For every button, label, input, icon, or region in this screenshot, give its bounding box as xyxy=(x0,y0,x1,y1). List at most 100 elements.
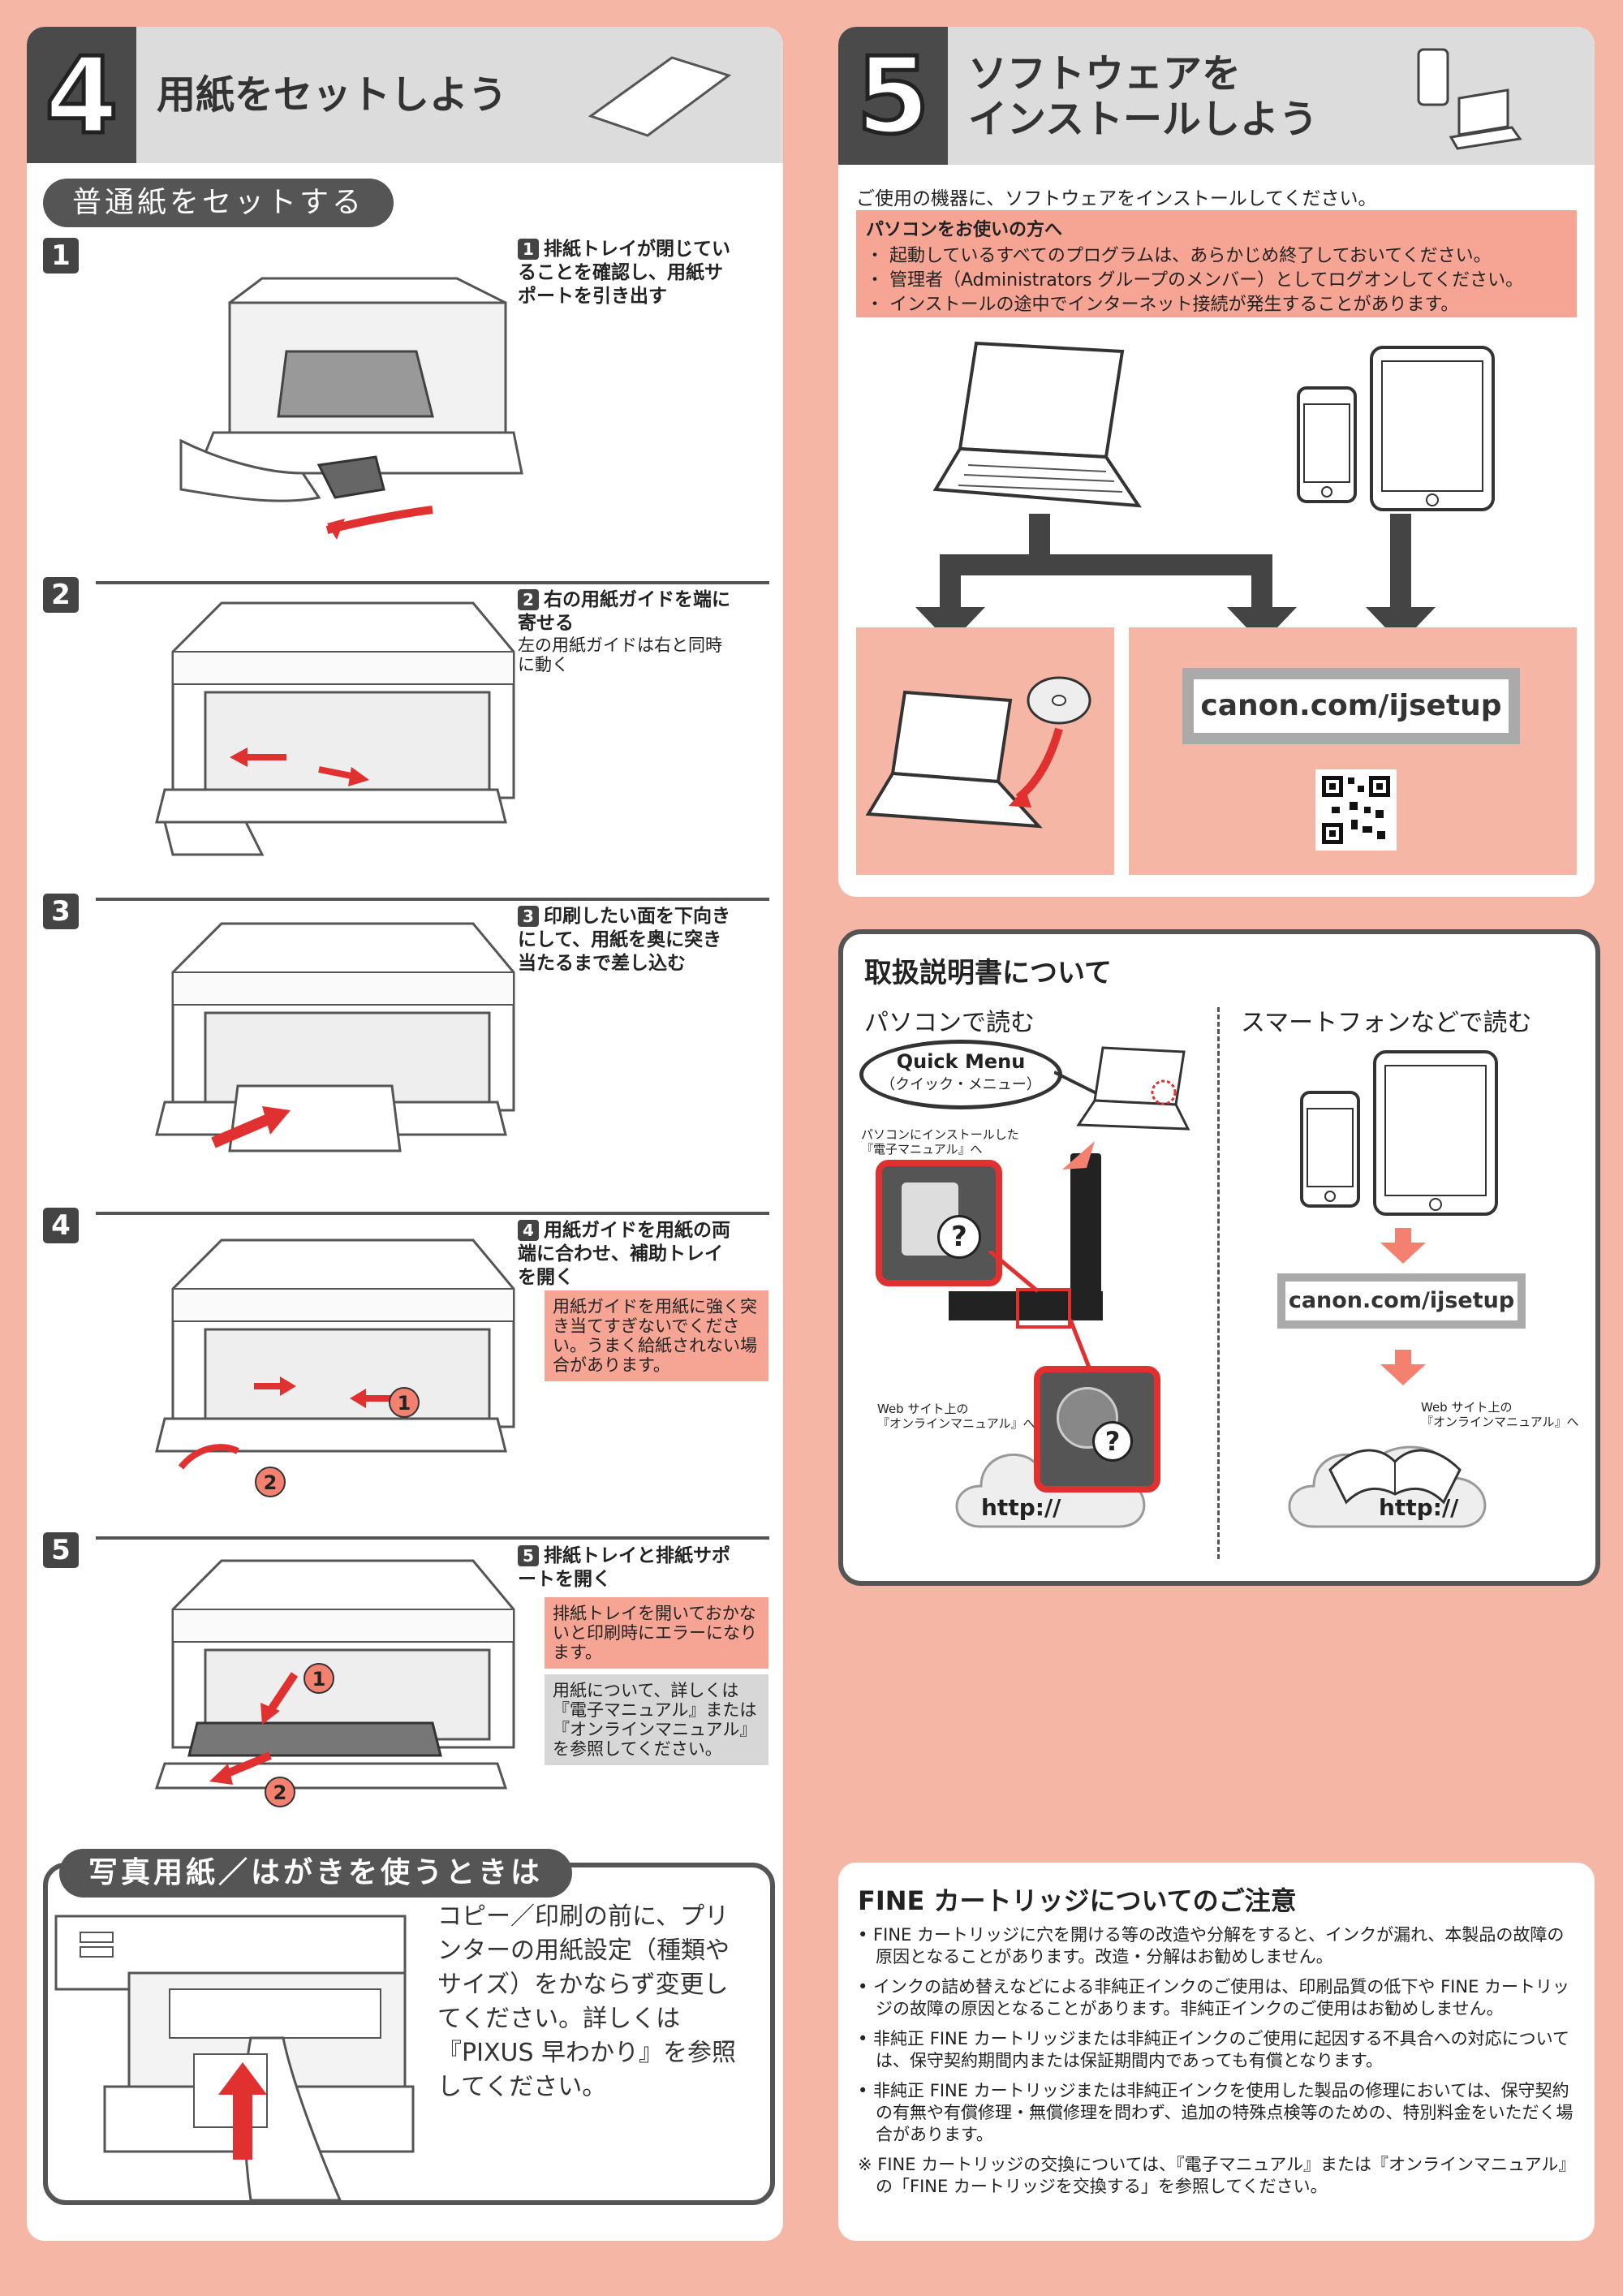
down-arrow-2 xyxy=(1380,1350,1426,1385)
step-3-text: 印刷したい面を下向きにして、用紙を奥に突き当たるまで差し込む xyxy=(518,906,730,974)
section-5-number-box: 5 xyxy=(838,27,948,165)
manual-phone-label: スマートフォンなどで読む xyxy=(1241,1009,1532,1037)
step-2-number: 2 xyxy=(43,577,79,613)
manual-smartphone-icon xyxy=(1300,1091,1360,1208)
section-4-number: 4 xyxy=(43,33,120,159)
section-4-number-box: 4 xyxy=(27,27,136,163)
step-5-number: 5 xyxy=(43,1532,79,1568)
step-1-number: 1 xyxy=(43,238,79,274)
photo-paper-heading: 写真用紙／はがきを使うときは xyxy=(59,1849,573,1898)
phone-laptop-icon xyxy=(1417,48,1522,150)
manual-pc-label: パソコンで読む xyxy=(864,1009,1035,1037)
electronic-manual-icon: ? xyxy=(876,1160,1002,1286)
fine-cartridge-panel: FINE カートリッジについてのご注意 • FINE カートリッジに穴を開ける等… xyxy=(838,1863,1595,2241)
install-url: canon.com/ijsetup xyxy=(1194,679,1509,733)
web-install-box: canon.com/ijsetup xyxy=(1129,627,1577,875)
printer-step-4-illustration: 1 2 xyxy=(155,1238,515,1497)
section-4-header: 4 用紙をセットしよう xyxy=(27,27,783,163)
pc-notice-heading: パソコンをお使いの方へ xyxy=(866,220,1063,240)
manual-tablet-icon xyxy=(1373,1050,1498,1216)
printer-step-3-illustration xyxy=(155,922,515,1152)
tablet-icon xyxy=(1370,346,1495,511)
pc-notice-bullet-3: ・ インストールの途中でインターネット接続が発生することがあります。 xyxy=(866,295,1459,315)
section-5-title-line2: インストールしよう xyxy=(968,97,1319,142)
manual-url: canon.com/ijsetup xyxy=(1285,1282,1518,1320)
printer-step-1-illustration xyxy=(179,277,523,540)
plain-paper-heading: 普通紙をセットする xyxy=(43,179,394,227)
step-5-callout-1: 1 xyxy=(312,1668,326,1691)
quick-menu-sublabel: （クイック・メニュー） xyxy=(880,1076,1041,1093)
web-manual-left-caption-line1: Web サイト上の xyxy=(877,1402,969,1416)
quick-menu-label: Quick Menu xyxy=(896,1050,1026,1073)
online-manual-toolbar-highlight[interactable] xyxy=(1016,1288,1071,1329)
step-1-text: 排紙トレイが閉じていることを確認し、用紙サポートを引き出す xyxy=(518,239,730,307)
step-5-info-note: 用紙について、詳しくは『電子マニュアル』または『オンラインマニュアル』を参照して… xyxy=(545,1674,768,1765)
installed-manual-caption-line1: パソコンにインストールした xyxy=(861,1127,1019,1142)
step-5-callout-2: 2 xyxy=(273,1781,287,1804)
manual-url-box: canon.com/ijsetup xyxy=(1277,1273,1526,1329)
http-right: http:// xyxy=(1379,1494,1459,1521)
step-2-subtext: 左の用紙ガイドは右と同時に動く xyxy=(518,635,722,674)
pc-notice-bullet-2: ・ 管理者（Administrators グループのメンバー）としてログオンして… xyxy=(866,270,1524,291)
step-5-badge: 5 xyxy=(518,1545,539,1566)
fine-bullet-2: • インクの詰め替えなどによる非純正インクのご使用は、印刷品質の低下や FINE… xyxy=(858,1977,1570,2018)
step-3-number: 3 xyxy=(43,894,79,929)
step-4-badge: 4 xyxy=(518,1220,539,1241)
step-4-callout-1: 1 xyxy=(398,1392,411,1415)
printer-step-2-illustration xyxy=(155,601,515,856)
step-4-callout-2: 2 xyxy=(264,1471,278,1494)
manual-title: 取扱説明書について xyxy=(864,957,1112,989)
step-2-divider xyxy=(96,581,769,584)
step-4-divider xyxy=(96,1212,769,1215)
manual-laptop-icon xyxy=(1054,1046,1190,1131)
down-arrow-1 xyxy=(1380,1228,1426,1264)
web-manual-right-caption-line2: 『オンラインマニュアル』へ xyxy=(1421,1415,1579,1429)
manual-panel: 取扱説明書について パソコンで読む スマートフォンなどで読む Quick Men… xyxy=(838,929,1600,1586)
pc-notice-box: パソコンをお使いの方へ ・ 起動しているすべてのプログラムは、あらかじめ終了して… xyxy=(856,210,1577,317)
photo-paper-text: コピー／印刷の前に、プリンターの用紙設定（種類やサイズ）をかならず変更してくださ… xyxy=(437,1902,737,2101)
install-flow-arrows xyxy=(915,514,1436,644)
install-url-box: canon.com/ijsetup xyxy=(1182,668,1520,744)
section-5-header: 5 ソフトウェアを インストールしよう xyxy=(838,27,1595,165)
step-2-badge: 2 xyxy=(518,589,539,610)
photo-paper-box: コピー／印刷の前に、プリンターの用紙設定（種類やサイズ）をかならず変更してくださ… xyxy=(43,1863,775,2205)
fine-bullet-4: • 非純正 FINE カートリッジまたは非純正インクを使用した製品の修理において… xyxy=(858,2081,1573,2144)
step-1-badge: 1 xyxy=(518,239,539,260)
step-4-text: 用紙ガイドを用紙の両端に合わせ、補助トレイを開く xyxy=(518,1220,730,1288)
cd-install-box xyxy=(856,627,1114,875)
fine-notes: • FINE カートリッジに穴を開ける等の改造や分解をすると、インクが漏れ、本製… xyxy=(858,1924,1575,2206)
install-intro: ご使用の機器に、ソフトウェアをインストールしてください。 xyxy=(856,188,1377,209)
fine-bullet-3: • 非純正 FINE カートリッジまたは非純正インクのご使用に起因する不具合への… xyxy=(858,2029,1570,2070)
pc-notice-bullet-1: ・ 起動しているすべてのプログラムは、あらかじめ終了しておいてください。 xyxy=(866,246,1492,266)
paper-sheet-icon xyxy=(588,56,732,137)
cloud-right-icon xyxy=(1288,1445,1487,1528)
step-5-divider xyxy=(96,1536,769,1540)
step-4-warning-note: 用紙ガイドを用紙に強く突き当てすぎないでください。うまく給紙されない場合がありま… xyxy=(545,1290,768,1381)
section-5-title-line1: ソフトウェアを xyxy=(968,51,1242,97)
fine-title: FINE カートリッジについてのご注意 xyxy=(858,1885,1297,1916)
quick-menu-bottom-bar xyxy=(949,1291,1103,1320)
installed-manual-caption-line2: 『電子マニュアル』へ xyxy=(861,1142,983,1157)
printer-step-5-illustration: 1 2 xyxy=(154,1559,515,1807)
section-4-title: 用紙をセットしよう xyxy=(157,72,508,118)
smartphone-icon xyxy=(1297,386,1357,503)
section-5-panel: 5 ソフトウェアを インストールしよう ご使用の機器に、ソフトウェアをインストー… xyxy=(838,27,1595,897)
laptop-icon xyxy=(932,341,1142,508)
step-4-number: 4 xyxy=(43,1208,79,1243)
manual-divider xyxy=(1217,1007,1220,1559)
fine-footnote: ※ FINE カートリッジの交換については、『電子マニュアル』または『オンライン… xyxy=(858,2155,1567,2196)
quick-menu-bubble[interactable]: Quick Menu （クイック・メニュー） xyxy=(859,1040,1062,1109)
web-manual-right-caption-line1: Web サイト上の xyxy=(1421,1400,1513,1415)
laptop-cd-icon xyxy=(865,676,1091,829)
fine-bullet-1: • FINE カートリッジに穴を開ける等の改造や分解をすると、インクが漏れ、本製… xyxy=(858,1925,1565,1966)
quick-menu-toolbar xyxy=(1070,1153,1101,1316)
step-5-warning-note: 排紙トレイを開いておかないと印刷時にエラーになります。 xyxy=(545,1597,768,1669)
step-2-text: 右の用紙ガイドを端に寄せる xyxy=(518,589,730,634)
manual-red-arrow xyxy=(1062,1141,1095,1170)
